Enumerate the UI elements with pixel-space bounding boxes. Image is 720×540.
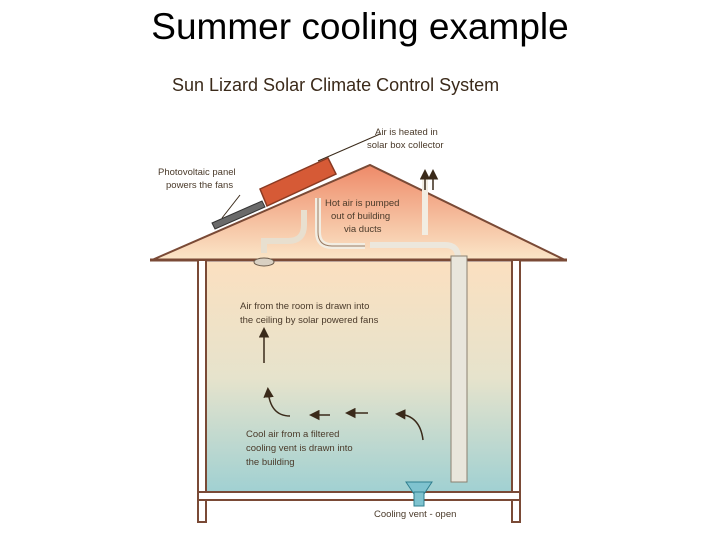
cooling-vent-pipe bbox=[413, 491, 425, 507]
label-cool-air-3: the building bbox=[246, 457, 295, 468]
airflow-arrow-curve-right bbox=[395, 409, 424, 441]
label-pv-1: Photovoltaic panel bbox=[158, 167, 236, 178]
diagram-title: Sun Lizard Solar Climate Control System bbox=[172, 75, 499, 95]
label-air-heated-2: solar box collector bbox=[367, 140, 444, 151]
slide-title: Summer cooling example bbox=[151, 6, 569, 47]
label-cooling-vent: Cooling vent - open bbox=[374, 509, 456, 520]
label-air-heated-1: Air is heated in bbox=[375, 127, 438, 138]
leader-pv bbox=[221, 194, 241, 219]
right-wall bbox=[511, 259, 521, 523]
solar-climate-diagram: Sun Lizard Solar Climate Control System … bbox=[150, 75, 567, 523]
label-room-air-2: the ceiling by solar powered fans bbox=[240, 315, 379, 326]
label-cool-air-2: cooling vent is drawn into bbox=[246, 443, 353, 454]
left-wall bbox=[197, 259, 207, 523]
airflow-arrow-curve-left bbox=[263, 387, 291, 417]
solar-box-collector bbox=[259, 157, 338, 208]
label-hot-air-2: out of building bbox=[331, 211, 390, 222]
hot-air-duct-outline bbox=[317, 198, 365, 247]
intake-duct bbox=[261, 210, 307, 253]
photovoltaic-panel bbox=[211, 200, 266, 230]
label-hot-air-3: via ducts bbox=[344, 224, 382, 235]
label-pv-2: powers the fans bbox=[166, 180, 233, 191]
vertical-duct bbox=[450, 255, 468, 483]
label-cool-air-1: Cool air from a filtered bbox=[246, 429, 339, 440]
ceiling-fan-intake bbox=[253, 257, 275, 267]
label-hot-air-1: Hot air is pumped bbox=[325, 198, 399, 209]
floor bbox=[197, 491, 521, 501]
label-room-air-1: Air from the room is drawn into bbox=[240, 301, 369, 312]
leader-collector bbox=[317, 133, 381, 162]
